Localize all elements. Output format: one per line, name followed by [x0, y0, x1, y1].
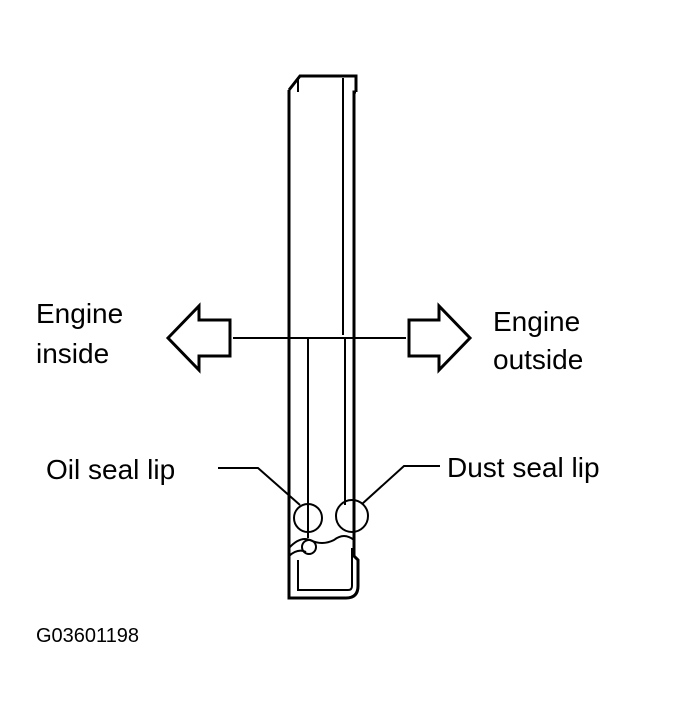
dust-seal-lip-leader	[361, 465, 440, 505]
dust-seal-lip-circle	[335, 499, 369, 533]
oil-seal-lip-circle	[293, 503, 323, 533]
arrow-left-icon	[165, 302, 232, 374]
engine-inside-label-line1: Engine	[36, 298, 124, 329]
dust-seal-lip-label: Dust seal lip	[447, 452, 600, 483]
seal-inner-lines	[307, 338, 346, 538]
engine-outside-label-line2: outside	[493, 344, 584, 375]
arrow-right-icon	[407, 302, 473, 374]
seal-lip-region	[288, 499, 369, 591]
oil-seal-lip-label: Oil seal lip	[46, 454, 176, 485]
figure-code: G03601198	[36, 625, 140, 647]
engine-outside-label-line1: Engine	[493, 306, 581, 337]
oil-seal-lip-leader	[218, 467, 301, 506]
seal-body	[287, 74, 360, 600]
engine-inside-label-line2: inside	[36, 338, 110, 369]
